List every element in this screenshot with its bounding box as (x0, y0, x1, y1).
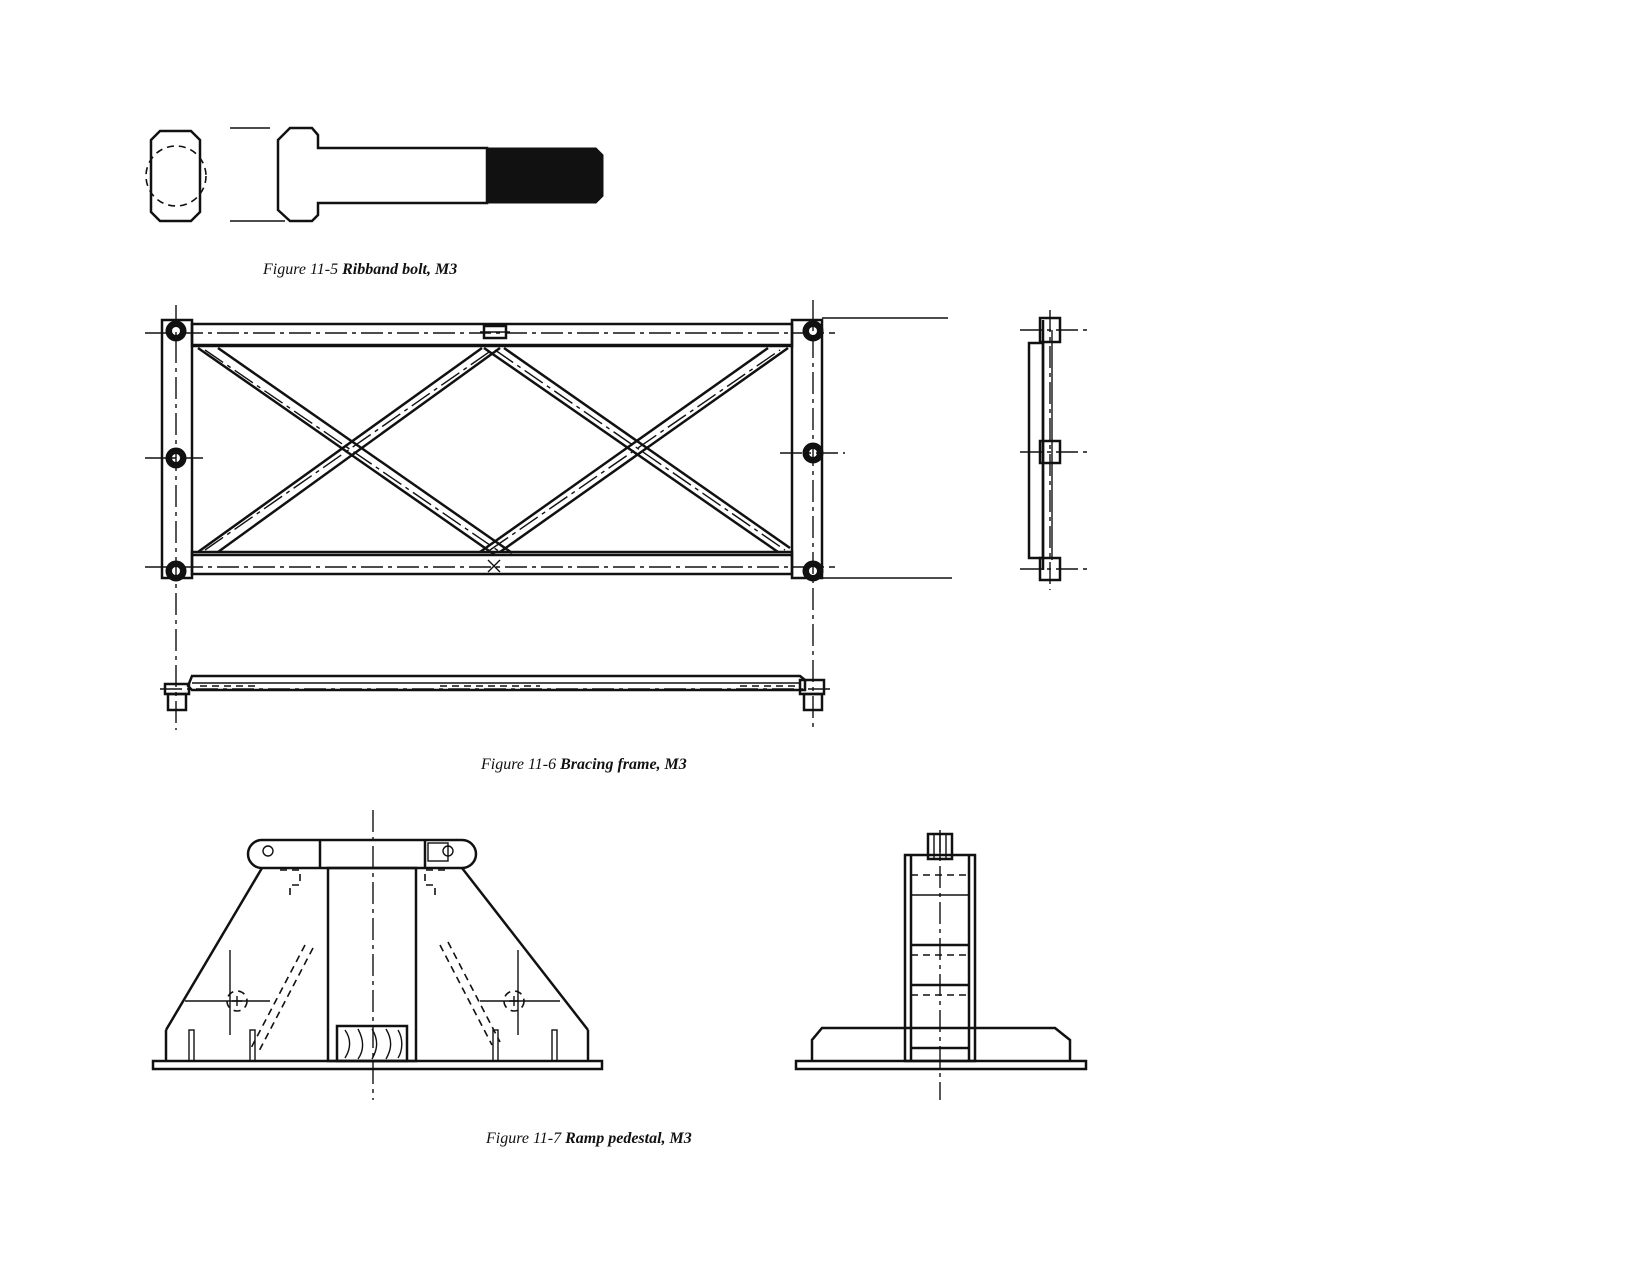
bracing-frame-side-view (1020, 310, 1090, 590)
figure-11-6-caption: Figure 11-6 Bracing frame, M3 (481, 756, 687, 774)
ramp-pedestal-drawing (151, 810, 1088, 1100)
ribband-bolt-drawing (145, 126, 604, 223)
bolt-end-view (145, 129, 207, 223)
figure-11-5-caption: Figure 11-5 Ribband bolt, M3 (263, 261, 457, 279)
ramp-pedestal-side-view (794, 830, 1088, 1100)
figure-11-6-title: Bracing frame, M3 (560, 756, 687, 773)
bracing-frame-plan-view (160, 674, 830, 712)
figure-11-5-number: Figure 11-5 (263, 261, 339, 278)
bracing-frame-drawing (145, 300, 1090, 730)
figure-11-7-title: Ramp pedestal, M3 (565, 1130, 692, 1147)
figure-11-6-number: Figure 11-6 (481, 756, 557, 773)
bolt-side-view (276, 126, 604, 223)
bracing-frame-front-view (145, 300, 952, 730)
figure-11-7-caption: Figure 11-7 Ramp pedestal, M3 (486, 1130, 692, 1148)
figure-11-7-number: Figure 11-7 (486, 1130, 562, 1147)
figure-11-5-title: Ribband bolt, M3 (342, 261, 458, 278)
bolt-thread (486, 147, 604, 204)
ramp-pedestal-front-view (151, 810, 604, 1100)
